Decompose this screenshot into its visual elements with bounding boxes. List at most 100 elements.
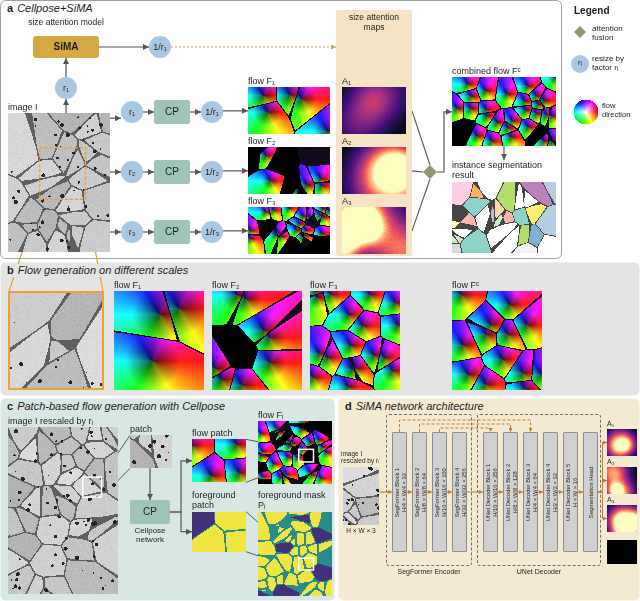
resize-circle: 1/r₃ <box>201 221 223 243</box>
process-box: CP <box>154 100 190 124</box>
image <box>8 113 110 252</box>
resize-factor: 1/r₂ <box>205 167 219 177</box>
dimension-label: H/8 × W/8 × 64 <box>420 473 426 512</box>
resize-factor: r₂ <box>129 167 136 177</box>
image-label: flow F₂ <box>248 136 330 146</box>
image-frame <box>607 429 637 456</box>
image-label: patch <box>130 424 172 434</box>
resize-circle: r₁ <box>121 101 143 123</box>
image <box>342 147 406 194</box>
dimension-label: H/16 × W/16 × 160 <box>440 468 446 517</box>
image <box>258 421 332 484</box>
label-box: image I <box>8 102 110 112</box>
image <box>452 77 556 146</box>
image-label: flow F₁ <box>248 76 330 86</box>
legend-label: flow direction <box>602 102 639 119</box>
image <box>310 291 400 390</box>
image-panel: A₁ <box>342 76 406 134</box>
image <box>212 291 302 390</box>
connector <box>598 492 607 519</box>
image-frame <box>452 291 542 390</box>
image-panel: A₂ <box>342 136 406 194</box>
label-box: H × W × 3 <box>341 527 381 534</box>
process-box: CP Cellpose network <box>124 500 176 550</box>
connector <box>65 58 66 77</box>
panel: image I rescaled by rᵢ patchCP Cellpose ne… <box>0 398 335 601</box>
model-name: SiMA <box>54 41 79 53</box>
image-panel: combined flow Fᶜ <box>452 66 556 146</box>
resize-factor: r₁ <box>63 83 69 93</box>
module-name: CP <box>165 166 179 178</box>
network-block: UNet Decoder Block 2H/8 × W/8 × 128 <box>503 432 518 552</box>
image-panel: foreground mask Pᵢ <box>258 490 332 596</box>
legend-diamond <box>574 26 586 38</box>
connector <box>149 468 150 500</box>
image <box>607 429 637 456</box>
panel: size attention modelSiMA1/r₁r₁image Ir₁r… <box>0 0 562 259</box>
panel-title: Patch-based flow generation with Cellpos… <box>17 400 225 413</box>
connector <box>143 231 154 232</box>
connector <box>190 111 201 112</box>
image-label: image I <box>8 102 110 112</box>
resize-circle: r₂ <box>121 161 143 183</box>
label-box: instance segmentation result <box>452 160 556 181</box>
image-frame <box>310 291 400 390</box>
rotated-label: UNet Decoder Block 2H/8 × W/8 × 128 <box>504 433 517 551</box>
panel-title: Cellpose+SiMA <box>17 2 93 15</box>
label-box: Cellpose network <box>124 526 176 544</box>
label-box: combined flow Fᶜ <box>452 66 556 76</box>
block-name: SegFormer Block 1 <box>393 467 399 517</box>
connector <box>598 443 607 492</box>
image-panel: image I rescaled by rᵢ <box>8 416 118 594</box>
label-box: A₂ <box>607 458 637 466</box>
image-panel: flow Fᶜ <box>452 280 542 390</box>
panel-title: SiMA network architecture <box>356 400 484 413</box>
module-name: CP <box>143 506 157 518</box>
image-label: A₃ <box>607 496 637 504</box>
block-name: UNet Decoder Block 3 <box>524 463 530 520</box>
image <box>258 512 332 596</box>
block-name: UNet Decoder Block 5 <box>564 463 570 520</box>
group-box: SegFormer Block 1H/4 × W/4 × 32SegFormer… <box>386 414 472 576</box>
network-block: UNet Decoder Block 1H/16 × W/16 × 256 <box>483 432 498 552</box>
image-frame <box>248 207 330 254</box>
image <box>130 435 172 468</box>
panel-header: bFlow generation on different scales <box>5 264 190 277</box>
image-panel: flow F₃ <box>310 280 400 390</box>
connector <box>171 46 336 47</box>
module-name: CP <box>165 226 179 238</box>
label-box: A₃ <box>342 196 406 206</box>
image-frame <box>452 182 556 253</box>
legend-circle <box>571 55 589 73</box>
image-panel: image I <box>8 102 110 252</box>
process-box: CP <box>154 220 190 244</box>
fusion-output-line <box>437 112 452 172</box>
image-panel: flow F₁ <box>114 280 204 390</box>
legend-symbol-text: rᵢ <box>570 58 590 67</box>
connector <box>400 420 531 432</box>
connector <box>420 424 511 432</box>
label-box: image I rescaled by rᵢ <box>341 450 381 465</box>
rotated-label: UNet Decoder Block 1H/16 × W/16 × 256 <box>484 433 497 551</box>
fusion-input-line <box>412 179 430 231</box>
module-shape: CP <box>130 500 170 524</box>
label-box: A₂ <box>342 136 406 146</box>
panel-header: cPatch-based flow generation with Cellpo… <box>5 400 227 413</box>
block-name: SegFormer Block 2 <box>413 467 419 517</box>
image-label: image I rescaled by rᵢ <box>341 450 381 465</box>
dimension-label: H × W × 16 <box>571 477 577 506</box>
panel: flow F₁flow F₂flow F₃flow FᶜbFlow genera… <box>0 262 640 396</box>
image-panel: flow patch <box>192 428 246 482</box>
rotated-label: SegFormer Block 2H/8 × W/8 × 64 <box>413 433 426 551</box>
connector <box>503 146 504 160</box>
attention-fusion-diamond <box>423 165 437 179</box>
label-box: A₁ <box>342 76 406 86</box>
image-label: A₂ <box>342 136 406 146</box>
rotated-label: UNet Decoder Block 5H × W × 16 <box>564 433 577 551</box>
network-block: SegFormer Block 3H/16 × W/16 × 160 <box>432 432 447 552</box>
image-label: flow Fᶜ <box>452 280 542 290</box>
label-box: flow F₁ <box>248 76 330 86</box>
image <box>248 87 330 134</box>
image-frame <box>192 512 246 552</box>
